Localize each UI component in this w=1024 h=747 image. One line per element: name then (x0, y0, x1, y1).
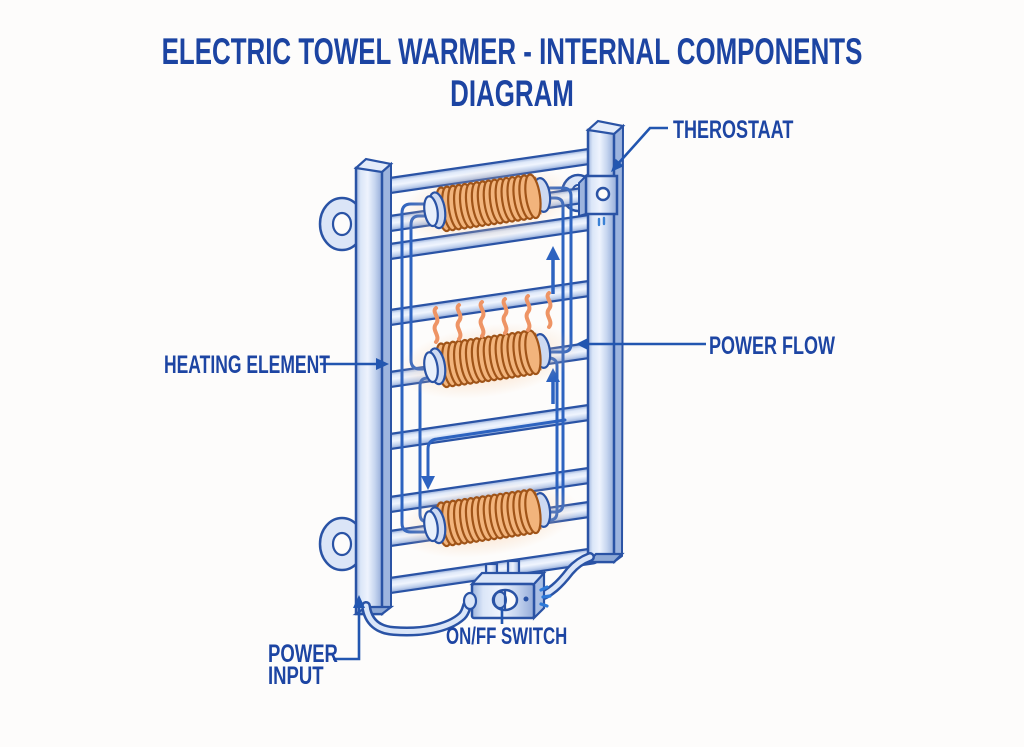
click-ticks-icon (539, 585, 552, 608)
label-on-off-switch: ON/FF SWITCH (446, 623, 568, 650)
label-thermostat: THEROSTAAT (673, 116, 794, 144)
power-flow-leader (576, 338, 706, 350)
heating-element-leader (320, 358, 389, 370)
label-power-input: POWER INPUT (268, 640, 338, 690)
label-power-input-line2: INPUT (268, 662, 324, 690)
thermostat-leader (611, 126, 668, 172)
heat-wave-icon (545, 291, 553, 329)
thermostat-indicator-icon (597, 216, 606, 227)
cord-port (462, 591, 478, 611)
flow-arrow-up-icon (546, 246, 560, 294)
on-off-switch (462, 559, 552, 621)
leader-lines (320, 126, 706, 661)
thermostat (578, 173, 619, 227)
heat-wave-icon (432, 306, 440, 344)
label-heating-element: HEATING ELEMENT (164, 351, 330, 379)
power-input-leader (333, 595, 365, 661)
page-title: ELECTRIC TOWEL WARMER - INTERNAL COMPONE… (161, 31, 863, 114)
label-power-flow: POWER FLOW (709, 332, 835, 360)
flow-arrow-down-icon (421, 476, 435, 490)
thermostat-dial-icon (595, 186, 611, 202)
left-rail (352, 157, 395, 617)
label-power-input-line1: POWER (268, 640, 338, 668)
